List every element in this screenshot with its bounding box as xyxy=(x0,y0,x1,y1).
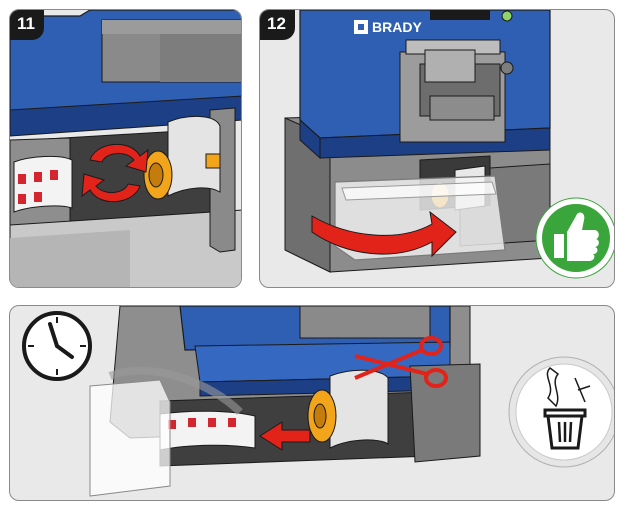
label-tape-strip xyxy=(159,410,256,451)
clock-icon xyxy=(22,311,92,381)
brand-logo-text: BRADY xyxy=(372,19,422,35)
scissors-icon xyxy=(354,336,448,388)
label-roll xyxy=(143,116,221,200)
step-12-illustration: BRADY xyxy=(284,10,614,279)
step-number-badge: 11 xyxy=(10,10,44,40)
step-11-illustration xyxy=(10,10,241,287)
rotate-arrows-icon xyxy=(81,143,149,203)
push-arrow-icon xyxy=(311,210,457,258)
thumbs-up-icon xyxy=(535,197,614,279)
step-11-panel: 11 xyxy=(9,9,242,288)
step-12-panel: BRADY 12 xyxy=(259,9,615,288)
label-tape-strip xyxy=(13,155,73,213)
pull-arrow-icon xyxy=(259,421,311,451)
cut-and-discard-illustration xyxy=(22,306,614,497)
cut-and-discard-panel xyxy=(9,305,615,501)
trash-can-icon xyxy=(508,356,614,468)
step-number-badge: 12 xyxy=(260,10,295,40)
